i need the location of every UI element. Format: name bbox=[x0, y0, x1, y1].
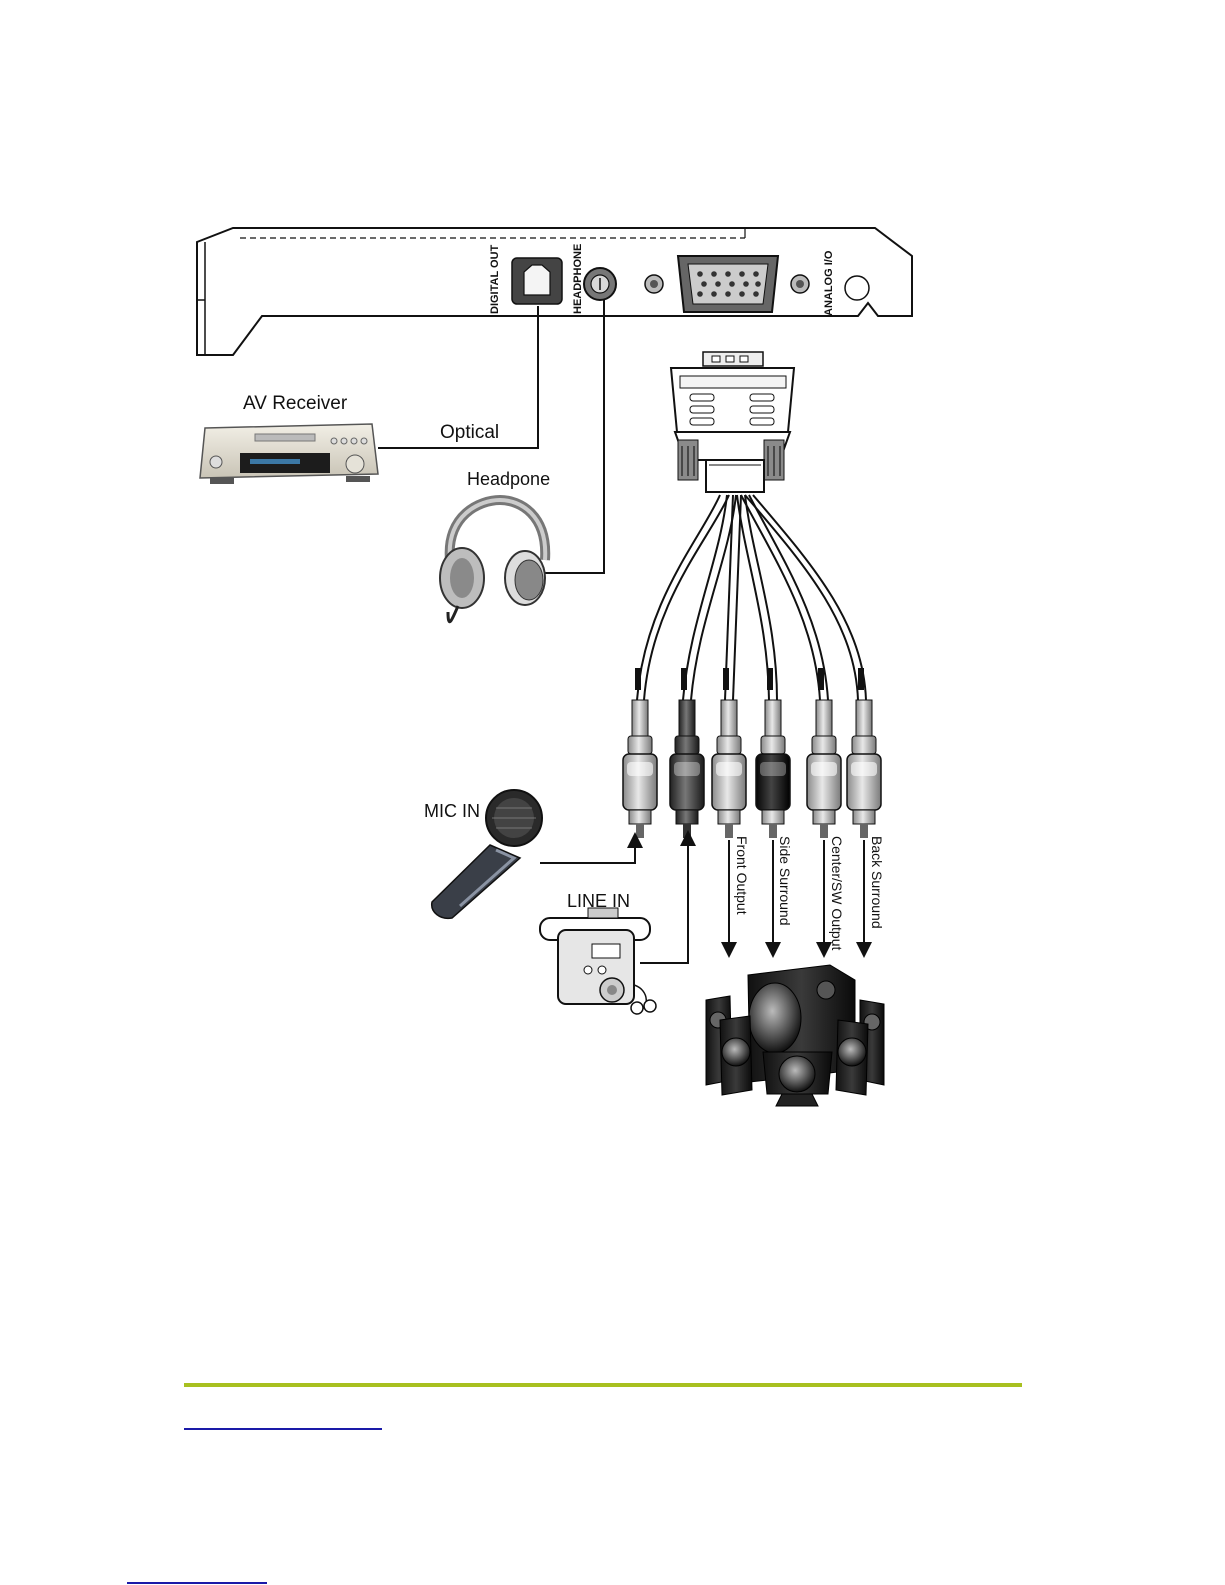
mic-in-label: MIC IN bbox=[424, 801, 480, 821]
headphone-label: Headpone bbox=[467, 469, 550, 489]
speaker-system-icon bbox=[706, 965, 884, 1106]
footer-accent-rule bbox=[184, 1383, 1022, 1387]
line-in-label: LINE IN bbox=[567, 891, 630, 911]
headphone-port-label: HEADPHONE bbox=[572, 244, 584, 314]
back-surround-label: Back Surround bbox=[869, 836, 885, 929]
headphone-line bbox=[545, 300, 604, 573]
footer-link-underline[interactable] bbox=[184, 1428, 382, 1430]
rca-plug-line bbox=[670, 700, 704, 838]
analog-io-label: ANALOG I/O bbox=[823, 250, 835, 316]
connection-diagram: DIGITAL OUT HEADPHONE ANALOG I/O bbox=[0, 0, 1225, 1120]
side-surround-label: Side Surround bbox=[777, 836, 793, 926]
av-receiver-icon bbox=[200, 424, 378, 484]
mic-line bbox=[540, 840, 635, 863]
digital-out-label: DIGITAL OUT bbox=[489, 244, 501, 314]
digital-out-port-icon bbox=[512, 258, 562, 304]
rca-plug-front bbox=[712, 700, 746, 838]
rca-plug-side bbox=[756, 700, 790, 838]
cable-tags bbox=[635, 668, 864, 690]
front-output-label: Front Output bbox=[734, 836, 750, 915]
center-output-label: Center/SW Output bbox=[829, 836, 845, 950]
breakout-cables bbox=[637, 495, 866, 700]
headphones-icon bbox=[440, 500, 545, 622]
rca-plug-back bbox=[847, 700, 881, 838]
rca-plug-center bbox=[807, 700, 841, 838]
rca-plug-mic bbox=[623, 700, 657, 838]
pci-bracket: DIGITAL OUT HEADPHONE ANALOG I/O bbox=[197, 228, 912, 355]
vga-breakout-connector-icon bbox=[671, 352, 794, 492]
headphone-jack-icon bbox=[584, 268, 616, 300]
av-receiver-label: AV Receiver bbox=[243, 393, 348, 414]
line-in-line bbox=[640, 838, 688, 963]
portable-player-icon bbox=[540, 908, 656, 1014]
bracket-hole bbox=[845, 276, 869, 300]
page-bottom-rule bbox=[127, 1582, 267, 1584]
optical-label: Optical bbox=[440, 422, 499, 443]
analog-io-port-icon bbox=[678, 256, 778, 312]
